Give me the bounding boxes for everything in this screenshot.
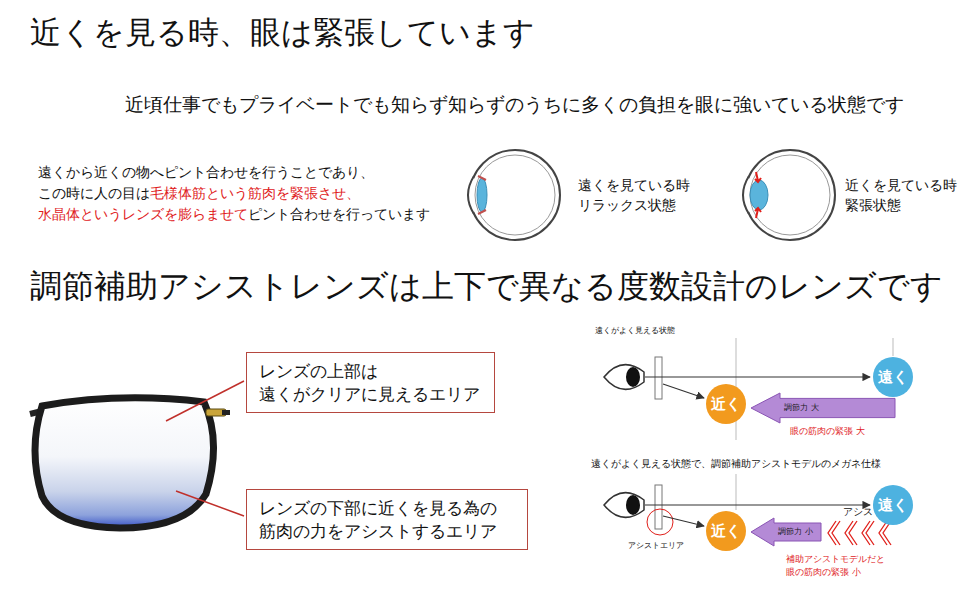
circle-text: 近く — [711, 395, 741, 414]
state-label: 遠くを見ている時 リラックス状態 — [578, 175, 690, 216]
explanation: 遠くから近くの物へピント合わせを行うことであり、この時に人の目は毛様体筋という筋… — [38, 162, 430, 225]
highlight-text: 水晶体というレンズを膨らませて — [38, 206, 248, 222]
focus-diagram-far — [604, 338, 893, 440]
callout-box: レンズの上部は 遠くがクリアに見えるエリア — [246, 352, 495, 413]
accommodation-arrow: 調節力 小 — [750, 517, 822, 547]
section-heading: 調節補助アシストレンズは上下で異なる度数設計のレンズです — [30, 266, 943, 307]
callout-text: レンズの下部に近くを見る為の 筋肉の力をアシストするエリア — [259, 497, 497, 542]
glasses — [30, 381, 244, 528]
subtitle: 近頃仕事でもプライベートでも知らず知らずのうちに多くの負担を眼に強いている状態で… — [125, 92, 904, 117]
far-circle: 遠く — [873, 357, 913, 397]
title: 近くを見る時、眼は緊張しています — [30, 12, 535, 52]
focus-diagram-assist — [604, 474, 891, 545]
callout-text: レンズの上部は 遠くがクリアに見えるエリア — [259, 360, 480, 405]
callout-box: レンズの下部に近くを見る為の 筋肉の力をアシストするエリア — [246, 489, 528, 550]
near-circle: 近く — [706, 511, 746, 551]
highlight-text: 毛様体筋という筋肉を緊張させ、 — [150, 185, 360, 201]
arrow-shape — [750, 392, 896, 424]
circle-text: 遠く — [878, 368, 908, 387]
circle-text: 遠く — [878, 496, 908, 515]
explanation-text: ピント合わせを行っています — [248, 206, 430, 222]
explanation-text: 遠くから近くの物へピント合わせを行うことであり、 — [38, 164, 374, 180]
tension-note: 眼の筋肉の緊張 大 — [790, 426, 865, 437]
eye-relaxed — [468, 150, 560, 240]
caption-small: 遠くがよく見える状態で、調節補助アシストモデルのメガネ仕様 — [591, 457, 881, 470]
accommodation-arrow: 調節力 大 — [750, 392, 896, 424]
arrow-text: 調節力 小 — [778, 527, 813, 537]
near-circle: 近く — [706, 384, 746, 424]
arrow-body — [751, 518, 821, 546]
caption-small: 遠くがよく見える状態 — [595, 326, 675, 336]
state-label: 近くを見ている時 緊張状態 — [845, 175, 957, 216]
far-circle: 遠く — [873, 485, 913, 525]
explanation-text: この時に人の目は — [38, 185, 150, 201]
eye-tense — [743, 150, 835, 240]
circle-text: 近く — [711, 522, 741, 541]
assist-area-label: アシストエリア — [628, 541, 684, 551]
arrow-text: 調節力 大 — [784, 403, 819, 413]
arrow-body — [751, 393, 895, 423]
tension-note: 補助アシストモデルだと 眼の筋肉の緊張 小 — [786, 553, 889, 579]
